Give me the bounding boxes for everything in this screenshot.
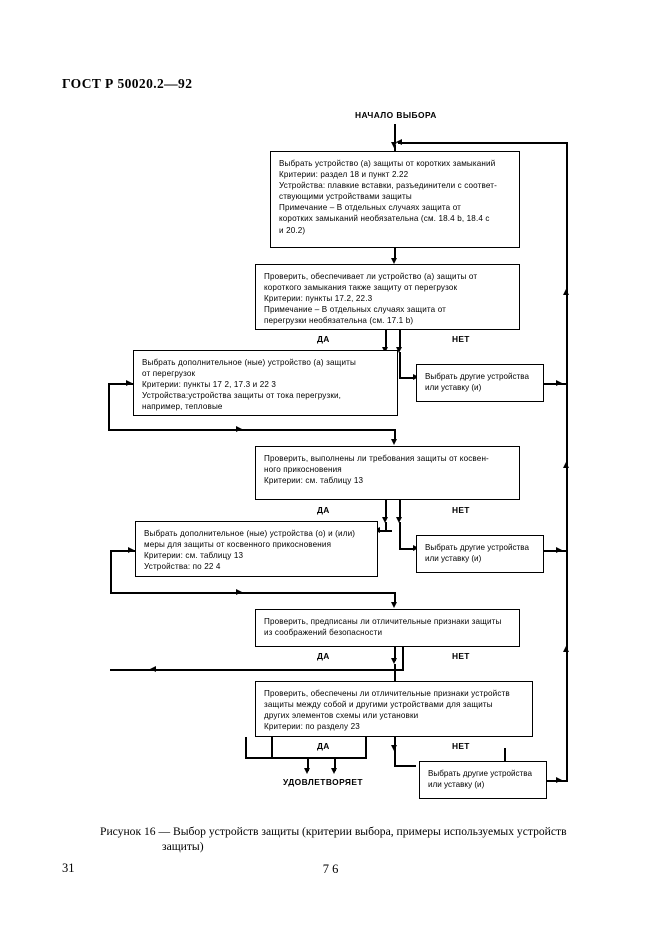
branch-label-no-2: НЕТ <box>452 505 470 515</box>
arrow-right-loop1-bottom <box>236 426 242 432</box>
connector-n4-yes-joint <box>378 530 392 532</box>
arrow-left-n6-return <box>150 666 156 672</box>
node-check-indirect-contact: Проверить, выполнены ли требования защит… <box>255 446 520 500</box>
branch-label-yes-2: ДА <box>317 505 330 515</box>
connector-n7-left-drop <box>245 737 247 759</box>
flow-start-label: НАЧАЛО ВЫБОРА <box>355 110 437 120</box>
connector-n2-no-to-alt1 <box>399 377 415 379</box>
arrow-right-alt2-bus <box>556 547 562 553</box>
branch-label-yes-4: ДА <box>317 741 330 751</box>
connector-bus-bottom <box>566 762 568 782</box>
connector-n4-no-down <box>399 522 401 550</box>
arrow-right-loop2-in <box>128 547 134 553</box>
node-7-text: Проверить, обеспечены ли отличительные п… <box>264 689 510 732</box>
figure-caption: Рисунок 16 — Выбор устройств защиты (кри… <box>100 824 580 854</box>
connector-n7-yes-left-vertical <box>307 757 309 771</box>
connector-n6-yes-vertical <box>394 647 396 661</box>
arrow-right-alt1-bus <box>556 380 562 386</box>
arrow-right-alt3-bus <box>556 777 562 783</box>
connector-loop1-in <box>108 383 134 385</box>
connector-n4-no-vertical <box>399 500 401 518</box>
node-1-text: Выбрать устройство (а) защиты от коротки… <box>279 159 497 235</box>
node-alt1-text: Выбрать другие устройства или уставку (и… <box>425 372 529 393</box>
node-select-short-circuit-device: Выбрать устройство (а) защиты от коротки… <box>270 151 520 248</box>
connector-right-return-bus <box>566 142 568 762</box>
arrow-down-n2-no <box>396 347 402 353</box>
branch-label-yes-1: ДА <box>317 334 330 344</box>
connector-start-vertical-2 <box>394 145 396 151</box>
node-select-additional-overload-device: Выбрать дополнительное (ные) устройство … <box>133 350 398 416</box>
arrow-down-n4-no <box>396 517 402 523</box>
node-5-text: Выбрать дополнительное (ные) устройства … <box>144 529 356 572</box>
connector-n4-no-to-alt2 <box>399 548 415 550</box>
connector-satisfied-right-vertical <box>334 757 336 771</box>
connector-n6-no-vertical <box>402 647 404 671</box>
branch-label-no-4: НЕТ <box>452 741 470 751</box>
connector-n7-yes-right-drop <box>365 737 367 759</box>
node-alt2-text: Выбрать другие устройства или уставку (и… <box>425 543 529 564</box>
arrow-right-loop2-bottom <box>236 589 242 595</box>
connector-n1-n2 <box>394 248 396 260</box>
node-3-text: Выбрать дополнительное (ные) устройство … <box>142 358 356 412</box>
node-check-discriminative-features: Проверить, предписаны ли отличительные п… <box>255 609 520 647</box>
arrow-left-top-return <box>396 139 402 145</box>
arrow-down-n6-yes <box>391 658 397 664</box>
connector-top-return-horizontal <box>398 142 568 144</box>
arrow-down-n4 <box>391 439 397 445</box>
arrow-down-n6 <box>391 602 397 608</box>
connector-loop2-bottom <box>110 592 395 594</box>
connector-n4-yes-vertical <box>385 500 387 518</box>
branch-label-no-1: НЕТ <box>452 334 470 344</box>
arrow-down-n1-n2 <box>391 258 397 264</box>
node-4-text: Проверить, выполнены ли требования защит… <box>264 454 489 486</box>
branch-label-no-3: НЕТ <box>452 651 470 661</box>
node-2-text: Проверить, обеспечивает ли устройство (а… <box>264 272 478 326</box>
node-alt-devices-1: Выбрать другие устройства или уставку (и… <box>416 364 544 402</box>
arrow-up-right-bus-2 <box>563 462 569 468</box>
node-alt3-text: Выбрать другие устройства или уставку (и… <box>428 769 532 790</box>
node-check-overload-protection: Проверить, обеспечивает ли устройство (а… <box>255 264 520 330</box>
arrow-down-satisfied-right <box>331 768 337 774</box>
connector-loop2-left <box>110 550 112 594</box>
folio-number: 7 6 <box>322 862 339 876</box>
figure-caption-line2: защиты) <box>162 840 204 853</box>
arrow-right-loop1-in <box>126 380 132 386</box>
connector-n2-yes-vertical <box>385 330 387 348</box>
node-check-discrimination-between-devices: Проверить, обеспечены ли отличительные п… <box>255 681 533 737</box>
connector-n4-yes-down <box>385 522 387 532</box>
connector-n7-yes-drop <box>271 737 273 759</box>
page-number: 31 <box>62 861 75 875</box>
connector-to-n7 <box>394 664 396 682</box>
node-alt-devices-2: Выбрать другие устройства или уставку (и… <box>416 535 544 573</box>
arrow-down-n4-yes <box>382 517 388 523</box>
node-alt-devices-3: Выбрать другие устройства или уставку (и… <box>419 761 547 799</box>
node-6-text: Проверить, предписаны ли отличительные п… <box>264 617 502 638</box>
connector-loop2-in <box>110 550 136 552</box>
connector-loop1-left <box>108 383 110 431</box>
arrow-down-n7-no <box>391 745 397 751</box>
connector-n2-no-down <box>399 352 401 378</box>
flow-end-label: УДОВЛЕТВОРЯЕТ <box>283 777 363 787</box>
connector-n7-no-to-alt3 <box>394 765 416 767</box>
connector-n6-yes-return <box>110 669 403 671</box>
connector-n7-yes-bracket <box>271 757 367 759</box>
connector-start-vertical <box>394 124 396 142</box>
connector-to-n4 <box>394 429 396 441</box>
node-select-indirect-contact-measures: Выбрать дополнительное (ные) устройства … <box>135 521 378 577</box>
standard-header: ГОСТ Р 50020.2—92 <box>62 76 193 91</box>
arrow-up-right-bus-1 <box>563 289 569 295</box>
arrow-up-right-bus-3 <box>563 646 569 652</box>
figure-caption-line1: Рисунок 16 — Выбор устройств защиты (кри… <box>100 825 567 838</box>
connector-n2-no-vertical <box>399 330 401 348</box>
branch-label-yes-3: ДА <box>317 651 330 661</box>
connector-loop1-bottom <box>108 429 395 431</box>
connector-to-n6 <box>394 592 396 604</box>
connector-n7-no-vertical <box>394 737 396 767</box>
arrow-down-satisfied-left <box>304 768 310 774</box>
